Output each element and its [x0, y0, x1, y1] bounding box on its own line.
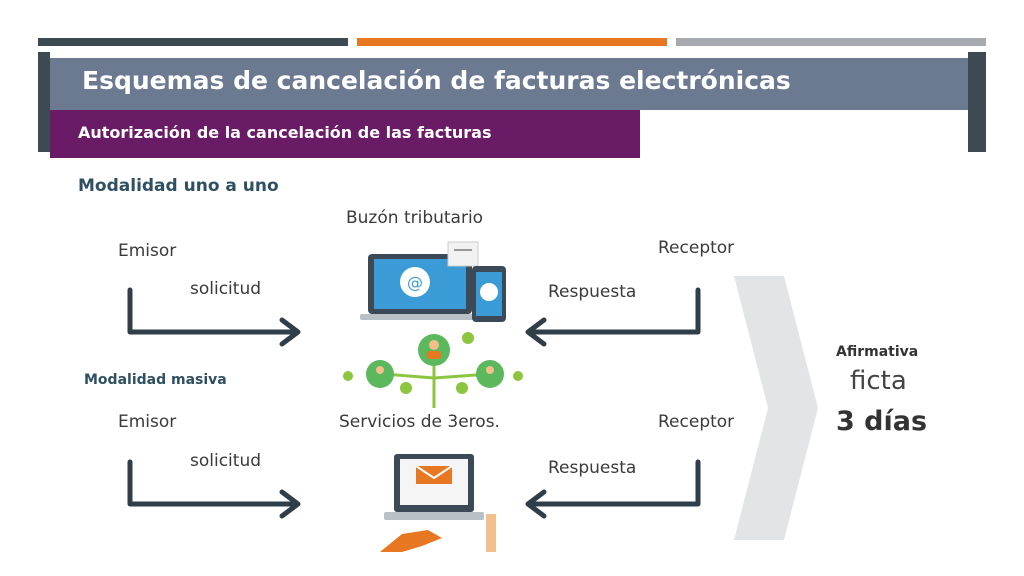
top-accent-bar-gray: [676, 38, 986, 46]
frame-right: [968, 52, 986, 152]
respuesta-label-top: Respuesta: [548, 282, 637, 302]
emisor-label-bottom: Emisor: [118, 412, 177, 432]
slide-content: Esquemas de cancelación de facturas elec…: [50, 58, 968, 552]
solicitud-label-bottom: solicitud: [190, 451, 262, 471]
top-accent-bar-dark: [38, 38, 348, 46]
emisor-arrow-bottom: [127, 459, 301, 519]
top-accent-bar-orange: [357, 38, 667, 46]
email-phone-icon: [472, 266, 506, 322]
emisor-label-top: Emisor: [118, 241, 177, 261]
emisor-arrow-top: [127, 287, 301, 347]
modalidad-masiva-heading: Modalidad masiva: [84, 372, 227, 388]
slide-subtitle: Autorización de la cancelación de las fa…: [78, 123, 492, 142]
frame-left: [38, 52, 50, 152]
svg-text:@: @: [407, 273, 423, 292]
receptor-label-bottom: Receptor: [658, 412, 735, 432]
hand-icon: [380, 514, 496, 552]
receptor-arrow-bottom: [525, 459, 701, 519]
modalidad-uno-heading: Modalidad uno a uno: [78, 176, 279, 196]
laptop-envelope-icon: [384, 454, 484, 520]
title-bar: Esquemas de cancelación de facturas elec…: [50, 58, 968, 110]
dias-label: 3 días: [836, 406, 928, 437]
receptor-arrow-top: [525, 287, 701, 347]
document-icon: [447, 241, 479, 267]
diagram-graphics: @: [127, 241, 818, 552]
email-laptop-icon: @: [360, 254, 480, 320]
people-network-icon: [343, 332, 523, 408]
respuesta-label-bottom: Respuesta: [548, 458, 637, 478]
chevron-right-icon: [734, 276, 818, 540]
servicios-label: Servicios de 3eros.: [339, 412, 500, 432]
subtitle-bar: Autorización de la cancelación de las fa…: [50, 110, 640, 158]
solicitud-label-top: solicitud: [190, 279, 262, 299]
buzon-label: Buzón tributario: [346, 208, 484, 228]
ficta-label: ficta: [850, 366, 907, 396]
afirmativa-label: Afirmativa: [836, 344, 919, 360]
receptor-label-top: Receptor: [658, 238, 735, 258]
slide-title: Esquemas de cancelación de facturas elec…: [82, 66, 791, 95]
